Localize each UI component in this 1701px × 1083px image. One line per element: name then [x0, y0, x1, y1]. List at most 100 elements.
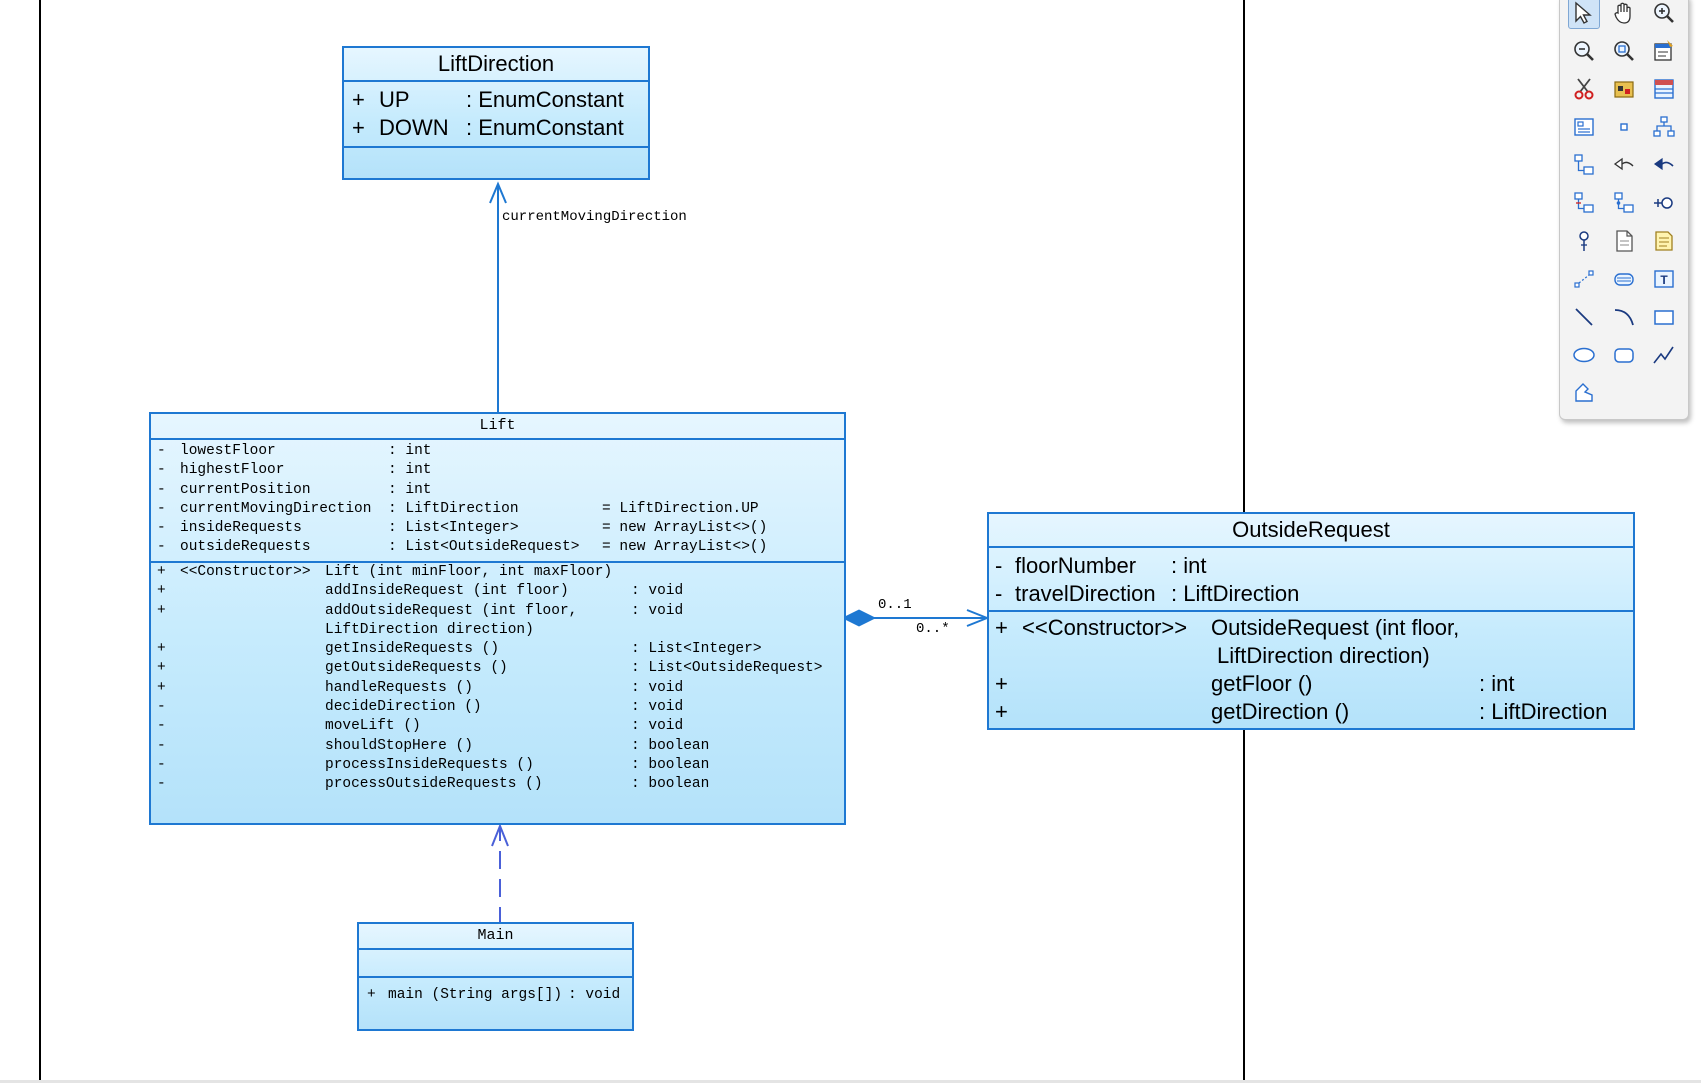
properties-button[interactable] [1648, 35, 1680, 67]
operation-signature: processOutsideRequests () [325, 776, 543, 793]
attribute-row[interactable]: - currentPosition : int [151, 481, 844, 500]
polygon-button[interactable] [1568, 377, 1600, 409]
operation-row[interactable]: + <<Constructor>> Lift (int minFloor, in… [151, 563, 844, 582]
page-border-left [39, 0, 41, 1080]
operation-return-type: : void [631, 699, 684, 716]
association-button[interactable] [1648, 187, 1680, 219]
note-button[interactable] [1568, 111, 1600, 143]
operation-row[interactable]: + getOutsideRequests () : List<OutsideRe… [151, 659, 844, 678]
class-outsiderequest[interactable]: OutsideRequest - floorNumber : int - tra… [987, 512, 1635, 730]
visibility-marker: - [157, 718, 166, 735]
small-box-icon [1620, 123, 1628, 131]
attribute-row[interactable]: - outsideRequests : List<OutsideRequest>… [151, 538, 844, 557]
visibility-marker: - [995, 581, 1003, 606]
zoom-out-icon [1574, 41, 1594, 61]
operation-row[interactable]: + getInsideRequests () : List<Integer> [151, 640, 844, 659]
yellow-note-button[interactable] [1648, 225, 1680, 257]
zoom-fit-button[interactable] [1608, 35, 1640, 67]
attribute-row[interactable]: - lowestFloor : int [151, 442, 844, 461]
inheritance-icon [1574, 192, 1594, 213]
operation-row[interactable]: - processOutsideRequests () : boolean [151, 775, 844, 794]
operation-row[interactable]: + <<Constructor>> OutsideRequest (int fl… [989, 614, 1633, 642]
operation-signature: LiftDirection direction) [1217, 643, 1430, 668]
inheritance-button[interactable] [1568, 187, 1600, 219]
operation-row[interactable]: + addOutsideRequest (int floor, : void [151, 602, 844, 621]
operation-row[interactable]: LiftDirection direction) [151, 621, 844, 640]
note-icon [1574, 118, 1594, 136]
operation-row[interactable]: LiftDirection direction) [989, 642, 1633, 670]
attribute-row[interactable]: + UP : EnumConstant [344, 86, 648, 114]
class-title: OutsideRequest [989, 514, 1633, 548]
operation-row[interactable]: + getDirection () : LiftDirection [989, 698, 1633, 726]
cut-button[interactable] [1568, 73, 1600, 105]
class-main[interactable]: Main + main (String args[]) : void [357, 922, 634, 1031]
document-button[interactable] [1608, 225, 1640, 257]
svg-text:T: T [1660, 273, 1668, 287]
package-button[interactable] [1608, 73, 1640, 105]
operation-return-type: : void [631, 602, 684, 619]
operation-row[interactable]: - decideDirection () : void [151, 698, 844, 717]
attribute-name: UP [379, 87, 410, 112]
attribute-row[interactable]: - travelDirection : LiftDirection [989, 580, 1633, 608]
operation-return-type: : LiftDirection [1479, 699, 1608, 724]
nested-class-button[interactable] [1608, 187, 1640, 219]
operations-section [344, 148, 648, 178]
realization-icon [1613, 157, 1634, 171]
tool-palette: T [1559, 0, 1689, 420]
operation-row[interactable]: - processInsideRequests () : boolean [151, 756, 844, 775]
line-button[interactable] [1568, 301, 1600, 333]
operation-signature: main (String args[]) [388, 987, 563, 1003]
class-lift[interactable]: Lift - lowestFloor : int - highestFloor … [149, 412, 846, 825]
attribute-row[interactable]: - currentMovingDirection : LiftDirection… [151, 500, 844, 519]
visibility-marker: - [157, 462, 166, 479]
rectangle-button[interactable] [1648, 301, 1680, 333]
hierarchy-button[interactable] [1648, 111, 1680, 143]
visibility-marker: - [995, 553, 1003, 578]
attribute-name: travelDirection [1015, 581, 1156, 606]
polyline-button[interactable] [1648, 339, 1680, 371]
rounded-rect-button[interactable] [1608, 339, 1640, 371]
operation-signature: getFloor () [1211, 671, 1313, 696]
operation-row[interactable]: - shouldStopHere () : boolean [151, 737, 844, 756]
visibility-marker: + [157, 602, 166, 619]
attribute-row[interactable]: - highestFloor : int [151, 461, 844, 480]
attribute-type: : EnumConstant [466, 115, 624, 140]
ellipse-button[interactable] [1568, 339, 1600, 371]
operation-row[interactable]: + addInsideRequest (int floor) : void [151, 582, 844, 601]
visibility-marker: + [995, 615, 1008, 640]
operation-return-type: : int [1479, 671, 1515, 696]
realization-button[interactable] [1608, 149, 1640, 181]
operation-row[interactable]: + handleRequests () : void [151, 679, 844, 698]
component-button[interactable] [1608, 263, 1640, 295]
visibility-marker: + [367, 987, 376, 1003]
visibility-marker: - [157, 539, 166, 556]
zoom-in-button[interactable] [1648, 0, 1680, 29]
operation-row[interactable]: - moveLift () : void [151, 717, 844, 736]
link-button[interactable] [1568, 263, 1600, 295]
operation-signature: LiftDirection direction) [325, 621, 534, 638]
zoom-out-button[interactable] [1568, 35, 1600, 67]
attribute-row[interactable]: + DOWN : EnumConstant [344, 114, 648, 142]
operation-row[interactable]: + getFloor () : int [989, 670, 1633, 698]
attribute-row[interactable]: - insideRequests : List<Integer> = new A… [151, 519, 844, 538]
small-box-button[interactable] [1608, 111, 1640, 143]
attribute-type: : int [388, 443, 432, 459]
operation-row[interactable]: + main (String args[]) : void [359, 986, 632, 1005]
class-liftdirection[interactable]: LiftDirection + UP : EnumConstant + DOWN… [342, 46, 650, 180]
dependency-button[interactable] [1648, 149, 1680, 181]
arc-icon [1614, 309, 1634, 326]
attribute-name: currentMovingDirection [180, 500, 372, 517]
multiplicity-source-label: 0..1 [878, 597, 912, 613]
generalization-button[interactable] [1568, 149, 1600, 181]
zoom-fit-icon [1614, 41, 1634, 61]
arc-button[interactable] [1608, 301, 1640, 333]
pan-tool-button[interactable] [1608, 0, 1640, 29]
visibility-marker: + [995, 699, 1008, 724]
class-shape-button[interactable] [1648, 73, 1680, 105]
select-tool-button[interactable] [1568, 0, 1600, 29]
text-button[interactable]: T [1648, 263, 1680, 295]
attributes-section: - lowestFloor : int - highestFloor : int… [151, 440, 844, 563]
attribute-row[interactable]: - floorNumber : int [989, 552, 1633, 580]
interface-button[interactable] [1568, 225, 1600, 257]
